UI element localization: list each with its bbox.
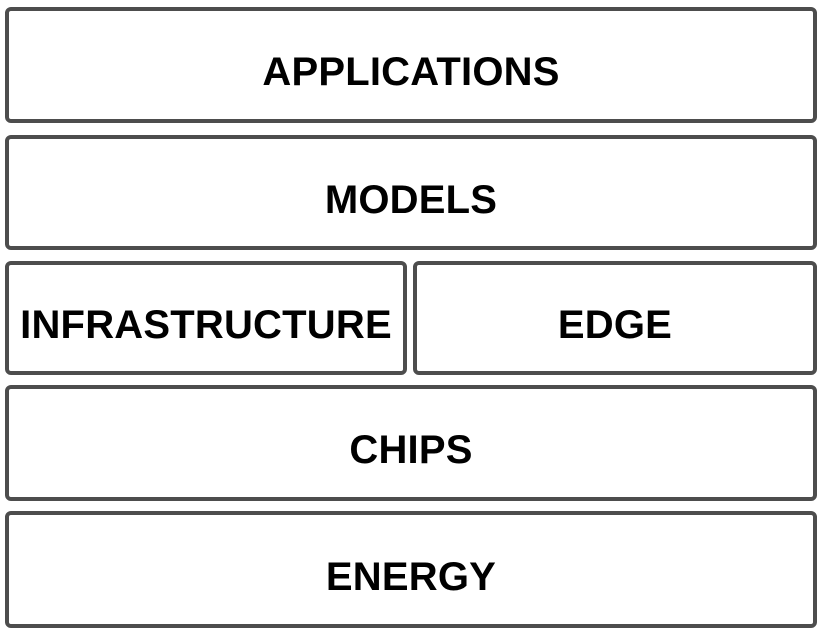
stack-layer-chips[interactable]: CHIPS bbox=[5, 385, 817, 501]
stack-layer-models[interactable]: MODELS bbox=[5, 135, 817, 250]
stack-layer-label-models: MODELS bbox=[324, 177, 498, 222]
stack-row-applications: APPLICATIONS bbox=[0, 7, 823, 123]
stack-row-energy: ENERGY bbox=[0, 511, 823, 628]
stack-layer-edge[interactable]: EDGE bbox=[413, 261, 817, 375]
stack-row-chips: CHIPS bbox=[0, 385, 823, 501]
stack-layer-label-edge: EDGE bbox=[557, 303, 673, 347]
stack-layer-energy[interactable]: ENERGY bbox=[5, 511, 817, 628]
stack-layer-label-infrastructure: INFRASTRUCTURE bbox=[20, 303, 392, 347]
stack-layer-infrastructure[interactable]: INFRASTRUCTURE bbox=[5, 261, 407, 375]
stack-layer-label-energy: ENERGY bbox=[325, 554, 497, 599]
stack-layer-applications[interactable]: APPLICATIONS bbox=[5, 7, 817, 123]
stack-layer-label-applications: APPLICATIONS bbox=[262, 50, 560, 94]
stack-layer-label-chips: CHIPS bbox=[349, 428, 473, 472]
stack-row-infrastructure-edge: INFRASTRUCTURE EDGE bbox=[0, 261, 823, 375]
stack-row-models: MODELS bbox=[0, 135, 823, 250]
